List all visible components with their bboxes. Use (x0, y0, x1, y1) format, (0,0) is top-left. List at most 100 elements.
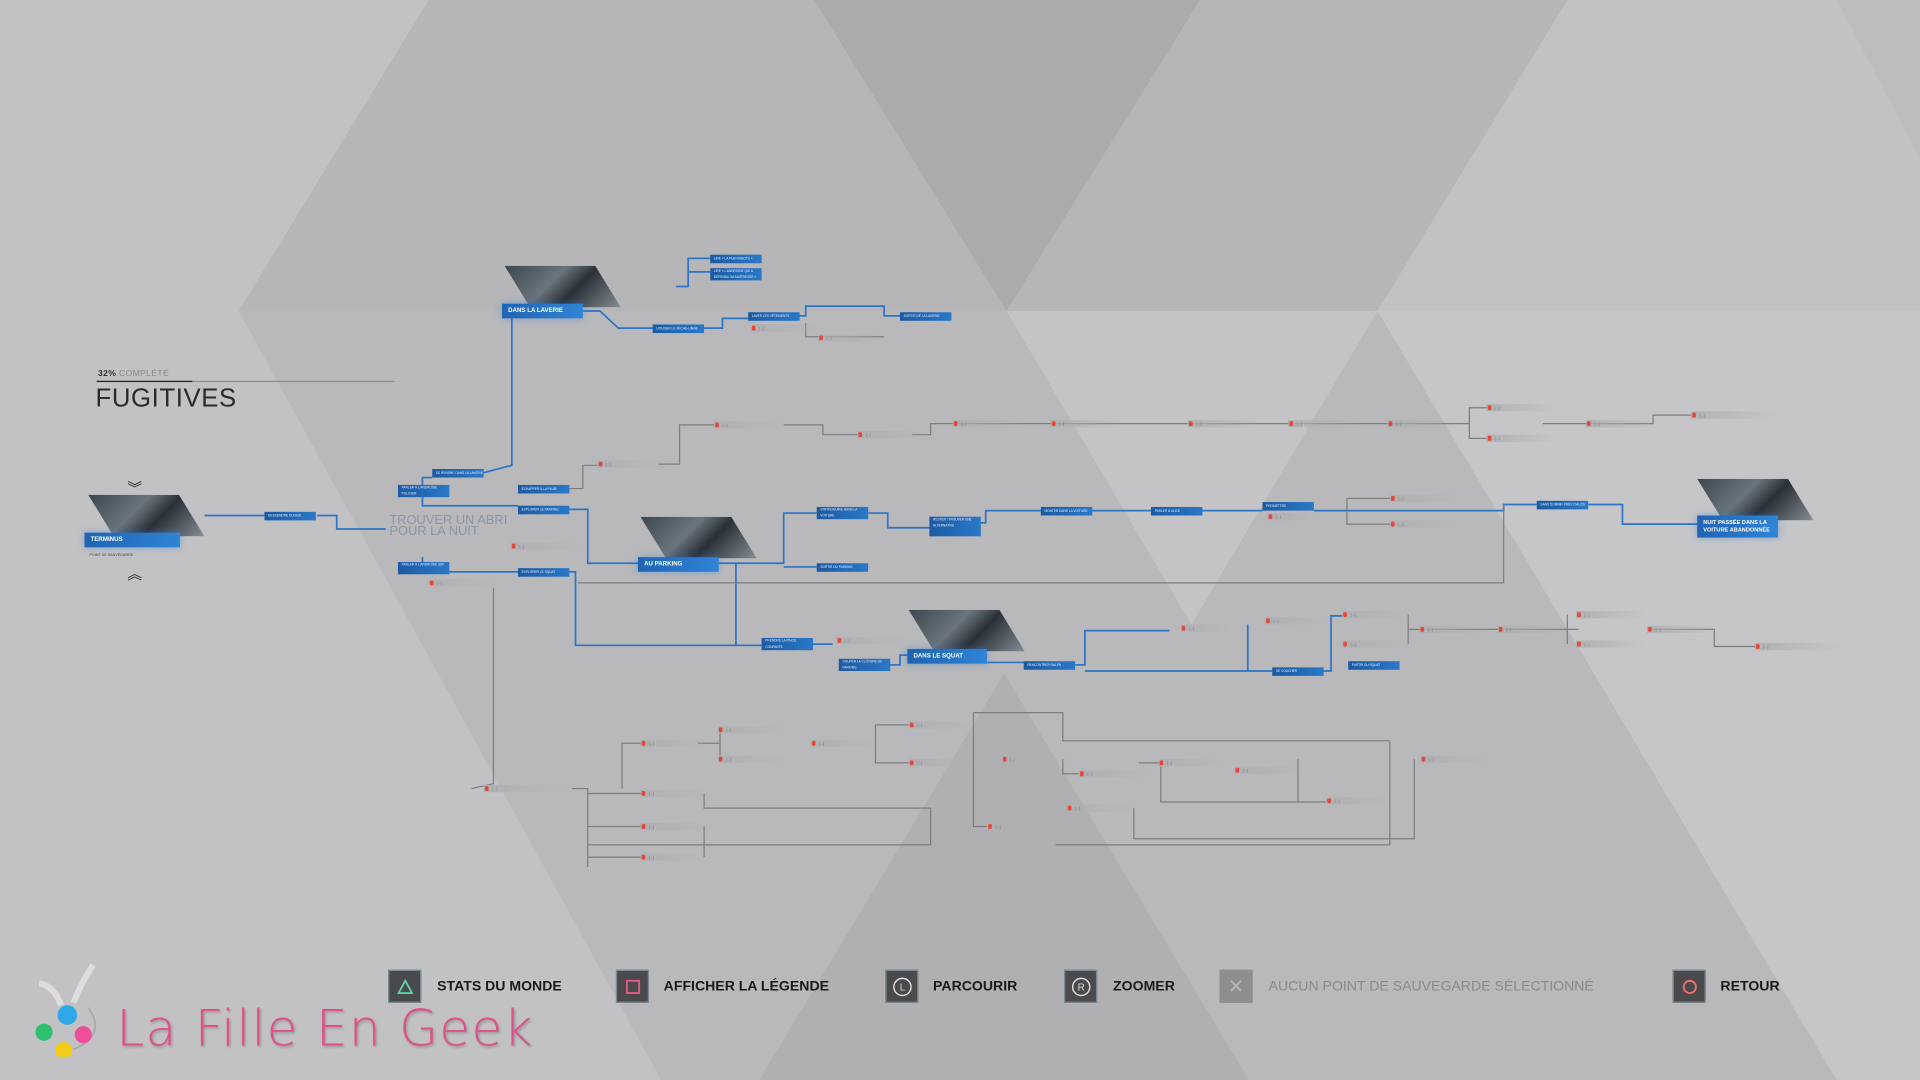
completion-progress: 32% COMPLÉTÉ (98, 370, 169, 379)
locked-node: [...] (1267, 513, 1317, 521)
locked-node: [...] (640, 822, 712, 831)
locked-node: [...] (1050, 420, 1122, 428)
locked-node: [...] (952, 420, 1024, 428)
decision-node[interactable]: ÉCHAPPER À LA PLUIE (517, 484, 570, 494)
chevron-up-icon[interactable]: ︽ (127, 565, 143, 583)
decision-node[interactable]: SORTIR DE LA LAVERIE (900, 312, 952, 321)
decision-node[interactable]: RESTER / TROUVER UNE ALTERNATIVE (929, 516, 981, 537)
decision-node[interactable]: RENCONTRER RALPH (1023, 661, 1076, 670)
locked-node: [...] (817, 334, 889, 342)
locked-node: [...] (1585, 420, 1657, 428)
decision-node[interactable]: S'INTRODUIRE DANS LA VOITURE (816, 506, 869, 520)
locked-node: [...] (1646, 625, 1718, 634)
decision-node[interactable]: PARTIR DU SQUAT (1348, 661, 1400, 670)
decision-node[interactable]: SANS DORMIR PRÈS D'ALICE (1536, 500, 1589, 510)
locked-node: [...] (1389, 494, 1461, 503)
locked-node: [...] (1419, 625, 1491, 634)
locked-node: [...] (1187, 420, 1259, 428)
locked-node: [...] (713, 421, 785, 429)
locked-node: [...] (1389, 520, 1461, 528)
locked-node: [...] (1342, 611, 1414, 619)
locked-node: [...] (717, 726, 789, 734)
decision-node[interactable]: SORTIR DU PARKING (816, 563, 869, 572)
objective-label: TROUVER UN ABRI POUR LA NUIT (389, 513, 508, 539)
decision-node[interactable]: EXPLORER LE SQUAT (517, 568, 570, 577)
decision-node[interactable]: PARLER À L'ANDROÏDE POLICIER (397, 484, 450, 498)
locked-node: [...] (1180, 624, 1230, 632)
stick-glyph: L (899, 982, 905, 993)
parcourir-button[interactable]: PARCOURIR (933, 979, 1018, 995)
locked-node: [...] (1234, 766, 1306, 774)
watermark-text: La Fille En Geek (116, 999, 534, 1058)
locked-node: [...] (1326, 797, 1398, 805)
locked-node: [...] (1066, 804, 1138, 812)
decision-node[interactable]: PARLER À ALICE (1151, 506, 1203, 516)
retour-button[interactable]: RETOUR (1720, 979, 1780, 995)
locked-node: [...] (1575, 611, 1647, 619)
locked-node: [...] (1264, 617, 1336, 625)
locked-node: [...] (510, 542, 582, 550)
connector-lines (204, 257, 1698, 672)
decision-node[interactable]: LAVER LES VÊTEMENTS (748, 312, 800, 321)
locked-node: [...] (908, 759, 980, 767)
locked-node: [...] (810, 739, 882, 747)
locked-node: [...] (1691, 411, 1780, 419)
locked-node: [...] (1288, 420, 1360, 428)
decision-node[interactable]: LIRE « LA PUB ROBOTS » (710, 254, 762, 264)
locked-node: [...] (836, 636, 908, 645)
locked-node: [...] (597, 460, 669, 468)
locked-node: [...] (1001, 755, 1073, 763)
decision-node[interactable]: UTILISER LE SÈCHE-LINGE (652, 324, 705, 334)
chapter-node-laverie[interactable]: DANS LA LAVERIE (502, 303, 583, 319)
left-stick-icon[interactable]: L (885, 969, 919, 1003)
decision-node[interactable]: EXPLORER LE PARKING (517, 505, 570, 515)
stats-du-monde-button[interactable]: STATS DU MONDE (437, 979, 562, 995)
decision-node[interactable]: SE COUCHER (1272, 667, 1324, 676)
afficher-legende-button[interactable]: AFFICHER LA LÉGENDE (663, 979, 830, 995)
locked-node: [...] (1078, 770, 1150, 778)
chapter-node-squat[interactable]: DANS LE SQUAT (907, 648, 987, 664)
decision-node[interactable]: PRENDRE LA PINCE COUPANTE (761, 637, 814, 651)
decision-node[interactable]: SE RENDRE DANS LA LAVERIE (432, 468, 484, 478)
stick-glyph: R (1077, 982, 1084, 993)
locked-connector-lines (471, 323, 1758, 867)
decision-node[interactable]: COUPER LA CLÔTURE DU PARKING (838, 658, 891, 672)
cross-button-icon: ✕ (1219, 969, 1253, 1003)
locked-node: [...] (1387, 420, 1459, 428)
locked-node: [...] (1342, 640, 1414, 648)
locked-node: [...] (908, 721, 980, 729)
locked-node: [...] (1486, 434, 1558, 443)
locked-node: [...] (1420, 755, 1492, 763)
decision-node[interactable]: PROMETTRE (1262, 502, 1314, 511)
zoomer-button[interactable]: ZOOMER (1113, 979, 1175, 995)
progress-value: 32% (97, 369, 117, 379)
locked-node: [...] (986, 822, 1058, 831)
progress-label: COMPLÉTÉ (118, 369, 170, 379)
decision-node[interactable]: DESCENDRE DU BUS (264, 511, 316, 521)
chevron-down-icon[interactable]: ︾ (127, 480, 143, 498)
locked-node: [...] (717, 755, 789, 763)
decision-node[interactable]: LIRE « L'ANDROÏDE QUI A DÉFENDU SA MAÎTR… (710, 268, 762, 281)
locked-node: [...] (640, 789, 712, 798)
locked-node: [...] (640, 853, 712, 861)
decision-node[interactable]: PARLER À L'ANDROÏDE SDF (397, 562, 450, 575)
locked-node: [...] (857, 431, 929, 439)
chapter-title: FUGITIVES (95, 384, 237, 413)
locked-node: [...] (1754, 642, 1843, 651)
ending-node-voiture[interactable]: NUIT PASSÉE DANS LA VOITURE ABANDONNÉE (1697, 515, 1778, 538)
square-button-icon[interactable] (615, 969, 649, 1003)
locked-node: [...] (1497, 625, 1569, 634)
fairy-logo-icon (35, 963, 97, 1057)
circle-button-icon[interactable] (1672, 969, 1706, 1003)
right-stick-icon[interactable]: R (1064, 969, 1098, 1003)
save-point-label: POINT DE SAUVEGARDE (89, 552, 134, 558)
start-node-terminus[interactable]: TERMINUS (84, 532, 181, 548)
locked-node: [...] (1158, 759, 1230, 767)
decision-node[interactable]: MONTER DANS LA VOITURE (1040, 506, 1093, 516)
locked-node: [...] (640, 739, 712, 747)
triangle-button-icon[interactable] (388, 969, 422, 1003)
locked-node: [...] (483, 784, 570, 793)
chapter-node-parking[interactable]: AU PARKING (637, 557, 719, 572)
